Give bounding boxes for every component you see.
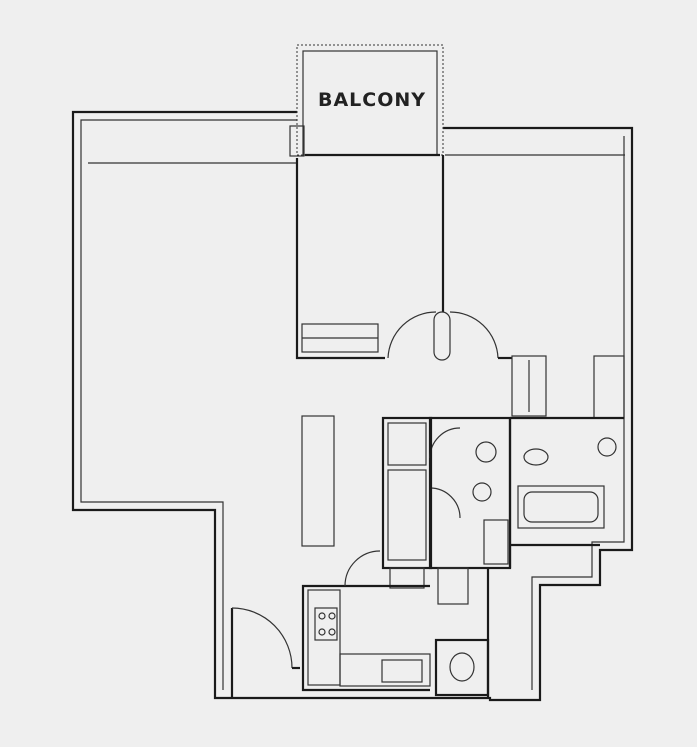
outer-walls: [71, 110, 634, 702]
balcony-label: BALCONY: [318, 89, 427, 111]
bedroom-2: [498, 355, 625, 420]
kitchen: [301, 550, 490, 698]
bedroom-1: [295, 155, 499, 361]
balcony: [289, 44, 444, 157]
living-furniture: [301, 415, 433, 589]
entry-door: [230, 607, 300, 698]
bathrooms: [428, 416, 617, 570]
